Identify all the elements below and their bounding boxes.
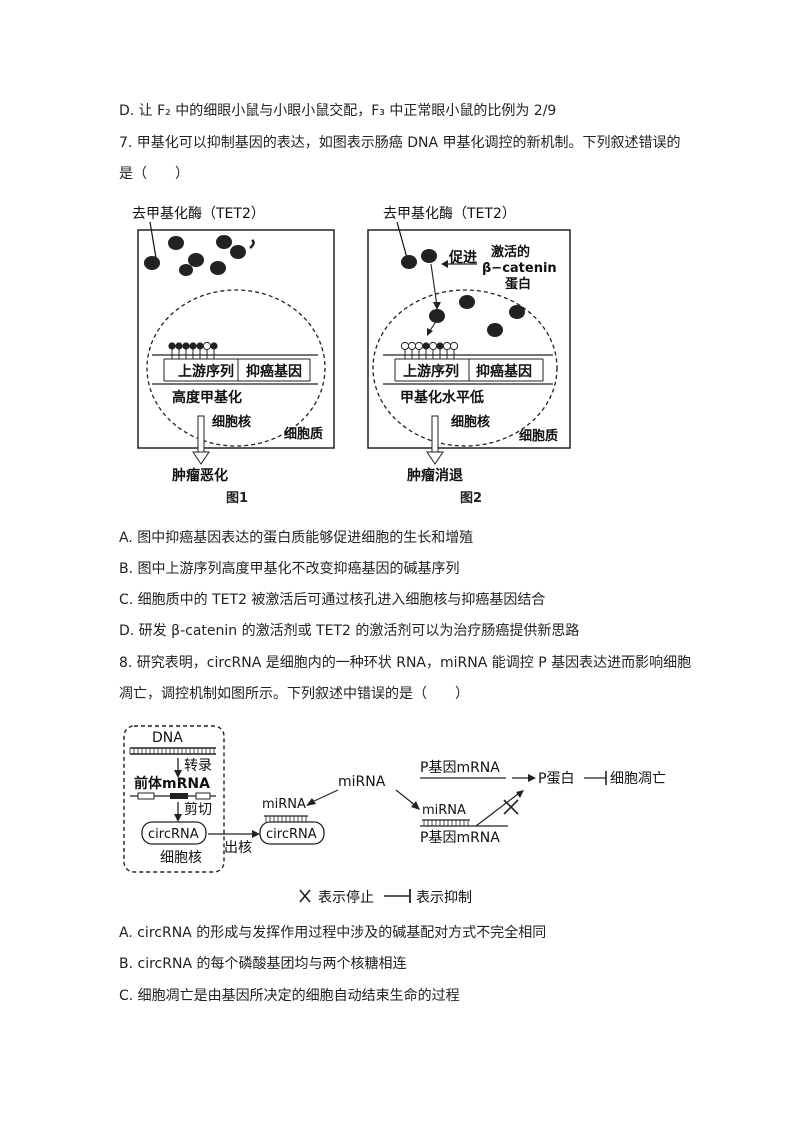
down-arrow — [426, 415, 444, 465]
nucleus-outline — [146, 289, 326, 447]
mirna-bound-label: miRNA — [262, 797, 306, 812]
export-label: 出核 — [224, 840, 252, 856]
q7-stem-line2: 是（ ） — [119, 166, 189, 182]
methyl-groups — [400, 341, 459, 359]
q8-stem-line2: 凋亡，调控机制如图所示。下列叙述中错误的是（ ） — [119, 686, 469, 702]
fig2-activated-line1: 激活的 — [491, 244, 530, 260]
transcription-label: 转录 — [184, 758, 212, 774]
circrna-label-1: circRNA — [148, 827, 199, 842]
q8-stem-line1: 8. 研究表明，circRNA 是细胞内的一种环状 RNA，miRNA 能调控 … — [119, 655, 692, 671]
cell-outline — [367, 229, 571, 449]
nucleus-outline — [372, 289, 558, 447]
fig1-outcome: 肿瘤恶化 — [172, 467, 228, 484]
figure-1: 去甲基化酶（TET2） 上游序列 抑癌基因 高度甲基化 细胞核 细胞质 肿瘤恶化 — [132, 205, 335, 484]
q7-stem-line1: 7. 甲基化可以抑制基因的表达，如图表示肠癌 DNA 甲基化调控的新机制。下列叙… — [119, 135, 681, 151]
p-gene-mrna-label-2: P基因mRNA — [420, 829, 500, 846]
fig2-activated-line2: β−catenin — [482, 261, 557, 276]
nucleus-label: 细胞核 — [160, 850, 202, 866]
dna-strand — [129, 747, 216, 755]
circrna-nucleus — [141, 821, 207, 845]
nucleus-box — [123, 725, 225, 873]
q8-option-b: B. circRNA 的每个磷酸基团均与两个核糖相连 — [119, 956, 407, 972]
fig2-cytoplasm: 细胞质 — [519, 428, 558, 444]
fig1-methyl-state: 高度甲基化 — [172, 389, 242, 406]
down-arrow — [192, 415, 210, 465]
fig2-nucleus: 细胞核 — [451, 414, 490, 430]
inhibit-legend-icon — [384, 889, 411, 903]
fig2-gene: 抑癌基因 — [476, 363, 532, 380]
dna-label: DNA — [152, 730, 183, 746]
stop-mark-icon — [503, 799, 519, 815]
pre-mrna-label: 前体mRNA — [134, 775, 210, 792]
fig1-upstream: 上游序列 — [178, 363, 234, 380]
q7-option-a: A. 图中抑癌基因表达的蛋白质能够促进细胞的生长和增殖 — [119, 530, 474, 546]
cell-outline — [137, 229, 335, 449]
mirna-paired-label: miRNA — [422, 803, 466, 818]
q8-option-c: C. 细胞凋亡是由基因所决定的细胞自动结束生命的过程 — [119, 988, 460, 1004]
q7-option-d: D. 研发 β-catenin 的激活剂或 TET2 的激活剂可以为治疗肠癌提供… — [119, 623, 580, 639]
mirna-strand-paired — [422, 819, 470, 826]
q7-option-b: B. 图中上游序列高度甲基化不改变抑癌基因的碱基序列 — [119, 561, 460, 577]
circrna-diagram: DNA 转录 前体mRNA 剪切 circRNA 细胞核 出核 miRNA ci… — [123, 725, 666, 906]
apoptosis-label: 细胞凋亡 — [610, 771, 666, 787]
circrna-cytoplasm — [259, 821, 325, 845]
pre-mrna-strand — [130, 792, 216, 800]
q7-option-c: C. 细胞质中的 TET2 被激活后可通过核孔进入细胞核与抑癌基因结合 — [119, 592, 546, 608]
tet2-molecule — [401, 255, 417, 269]
fig2-methyl-state: 甲基化水平低 — [400, 389, 484, 406]
fig1-gene: 抑癌基因 — [246, 363, 302, 380]
legend-stop: 表示停止 — [318, 889, 374, 906]
fig1-enzyme-label: 去甲基化酶（TET2） — [132, 205, 265, 222]
q6-option-d: D. 让 F₂ 中的细眼小鼠与小眼小鼠交配，F₃ 中正常眼小鼠的比例为 2/9 — [119, 103, 557, 119]
fig2-outcome: 肿瘤消退 — [407, 467, 463, 484]
fig1-caption: 图1 — [226, 491, 249, 506]
fig1-cytoplasm: 细胞质 — [284, 426, 323, 442]
fig2-enzyme-label: 去甲基化酶（TET2） — [383, 205, 516, 222]
fig2-upstream: 上游序列 — [403, 363, 459, 380]
fig1-nucleus: 细胞核 — [212, 414, 251, 430]
p-protein-label: P蛋白 — [538, 771, 574, 787]
q8-option-a: A. circRNA 的形成与发挥作用过程中涉及的碱基配对方式不完全相同 — [119, 925, 547, 941]
circrna-label-2: circRNA — [266, 827, 317, 842]
legend-inhibit: 表示抑制 — [416, 890, 472, 906]
splicing-label: 剪切 — [184, 802, 212, 818]
fig2-activated-line3: 蛋白 — [505, 276, 531, 292]
fig2-caption: 图2 — [460, 491, 483, 506]
methyl-groups — [168, 341, 218, 359]
figure-2: 去甲基化酶（TET2） 促进 激活的 β−catenin 蛋白 上游序列 抑癌基… — [367, 205, 571, 484]
mirna-label: miRNA — [338, 774, 386, 790]
fig2-promote: 促进 — [448, 249, 477, 266]
tet2-molecule — [144, 256, 160, 270]
p-gene-mrna-label-1: P基因mRNA — [420, 759, 500, 776]
mirna-strand-bound — [264, 815, 308, 822]
stop-legend-icon — [299, 889, 311, 903]
